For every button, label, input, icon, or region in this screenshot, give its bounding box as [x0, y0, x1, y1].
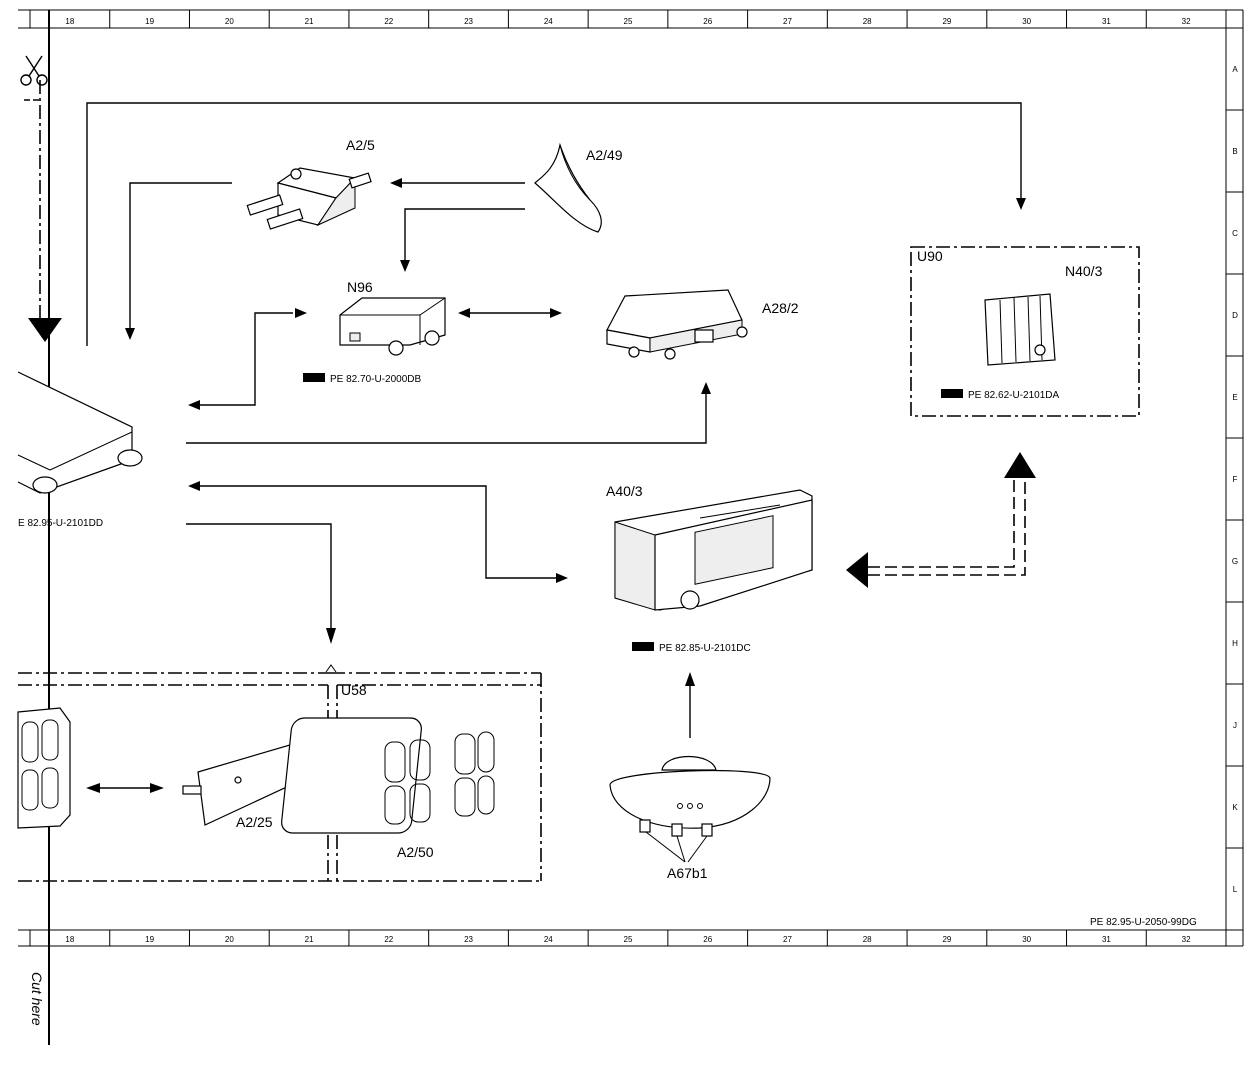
grid-col-top-28: 28	[863, 17, 872, 26]
grid-col-bottom-22: 22	[384, 935, 393, 944]
label-a28-2: A28/2	[762, 300, 799, 316]
a2-50-cells	[384, 731, 495, 825]
grid-col-top-21: 21	[305, 17, 314, 26]
a2-50-component	[281, 717, 495, 834]
grid-col-bottom-25: 25	[624, 935, 633, 944]
label-a2-25: A2/25	[236, 814, 273, 830]
grid-row-H: H	[1232, 639, 1238, 648]
grid-col-top-25: 25	[624, 17, 633, 26]
cut-arrow-icon	[28, 318, 62, 342]
grid-row-D: D	[1232, 311, 1238, 320]
grid-col-top-24: 24	[544, 17, 553, 26]
grid-row-F: F	[1233, 475, 1238, 484]
ref-n40-3: PE 82.62-U-2101DA	[941, 389, 1059, 401]
grid-row-C: C	[1232, 229, 1238, 238]
grid-row-A: A	[1232, 65, 1238, 74]
grid-col-top-18: 18	[65, 17, 74, 26]
grid-row-K: K	[1232, 803, 1238, 812]
a2-5-component	[246, 167, 372, 230]
grid-col-top-31: 31	[1102, 17, 1111, 26]
reference-arrow-icon	[941, 389, 963, 398]
grid-col-bottom-24: 24	[544, 935, 553, 944]
sheet-reference: PE 82.95-U-2050-99DG	[1090, 917, 1197, 928]
grid-col-bottom-31: 31	[1102, 935, 1111, 944]
grid-rows-right: A B C D E F G H J K L	[1226, 65, 1243, 931]
grid-col-top-22: 22	[384, 17, 393, 26]
label-u90: U90	[917, 248, 943, 264]
label-a67b1: A67b1	[667, 865, 708, 881]
reference-arrow-icon	[303, 373, 325, 382]
ref-n96-text: PE 82.70-U-2000DB	[330, 374, 421, 385]
drawing-frame	[18, 9, 1244, 947]
grid-col-bottom-20: 20	[225, 935, 234, 944]
ref-n40-3-text: PE 82.62-U-2101DA	[968, 390, 1059, 401]
a28-2-component	[606, 289, 748, 360]
label-n96: N96	[347, 279, 373, 295]
scissors-icon	[20, 55, 48, 86]
grid-row-L: L	[1233, 885, 1238, 894]
grid-col-bottom-19: 19	[145, 935, 154, 944]
grid-col-top-19: 19	[145, 17, 154, 26]
label-u58: U58	[341, 682, 367, 698]
grid-col-bottom-30: 30	[1022, 935, 1031, 944]
n40-3-component	[984, 293, 1056, 366]
cut-here-label: Cut here	[29, 972, 45, 1026]
grid-col-bottom-29: 29	[942, 935, 951, 944]
grid-col-top-27: 27	[783, 17, 792, 26]
ref-a40-3-text: PE 82.85-U-2101DC	[659, 643, 751, 654]
grid-col-bottom-18: 18	[65, 935, 74, 944]
cut-line	[24, 10, 62, 1045]
grid-row-J: J	[1233, 721, 1237, 730]
left-control-unit	[17, 371, 143, 494]
grid-row-E: E	[1232, 393, 1237, 402]
grid-col-top-30: 30	[1022, 17, 1031, 26]
grid-columns-bottom: 18 19 20 21 22 23 24 25 26 27 28 29 30 31 32	[65, 930, 1227, 946]
label-n40-3: N40/3	[1065, 263, 1103, 279]
grid-col-bottom-28: 28	[863, 935, 872, 944]
grid-col-top-20: 20	[225, 17, 234, 26]
connections	[86, 102, 1036, 793]
a2-49-antenna	[534, 142, 602, 233]
u58-enclosure	[18, 664, 542, 882]
grid-row-G: G	[1232, 557, 1238, 566]
grid-col-bottom-21: 21	[305, 935, 314, 944]
grid-columns-top: 18 19 20 21 22 23 24 25 26 27 28 29 30 31 32	[65, 10, 1227, 28]
grid-col-top-29: 29	[942, 17, 951, 26]
label-a2-50: A2/50	[397, 844, 434, 860]
left-cut-cell-component	[17, 707, 71, 829]
ref-a40-3: PE 82.85-U-2101DC	[632, 642, 751, 654]
label-a40-3: A40/3	[606, 483, 643, 499]
a67b1-component	[609, 755, 771, 863]
ref-left-text: E 82.95-U-2101DD	[18, 518, 103, 529]
a40-3-component	[614, 489, 813, 611]
grid-col-top-23: 23	[464, 17, 473, 26]
ref-n96: PE 82.70-U-2000DB	[303, 373, 421, 385]
grid-row-B: B	[1232, 147, 1237, 156]
grid-col-bottom-27: 27	[783, 935, 792, 944]
n96-component	[339, 297, 446, 356]
label-a2-49: A2/49	[586, 147, 623, 163]
grid-col-top-26: 26	[703, 17, 712, 26]
grid-col-bottom-26: 26	[703, 935, 712, 944]
grid-col-bottom-23: 23	[464, 935, 473, 944]
grid-col-bottom-32: 32	[1182, 935, 1191, 944]
reference-arrow-icon	[632, 642, 654, 651]
label-a2-5: A2/5	[346, 137, 375, 153]
grid-col-top-32: 32	[1182, 17, 1191, 26]
u90-enclosure	[910, 246, 1140, 417]
